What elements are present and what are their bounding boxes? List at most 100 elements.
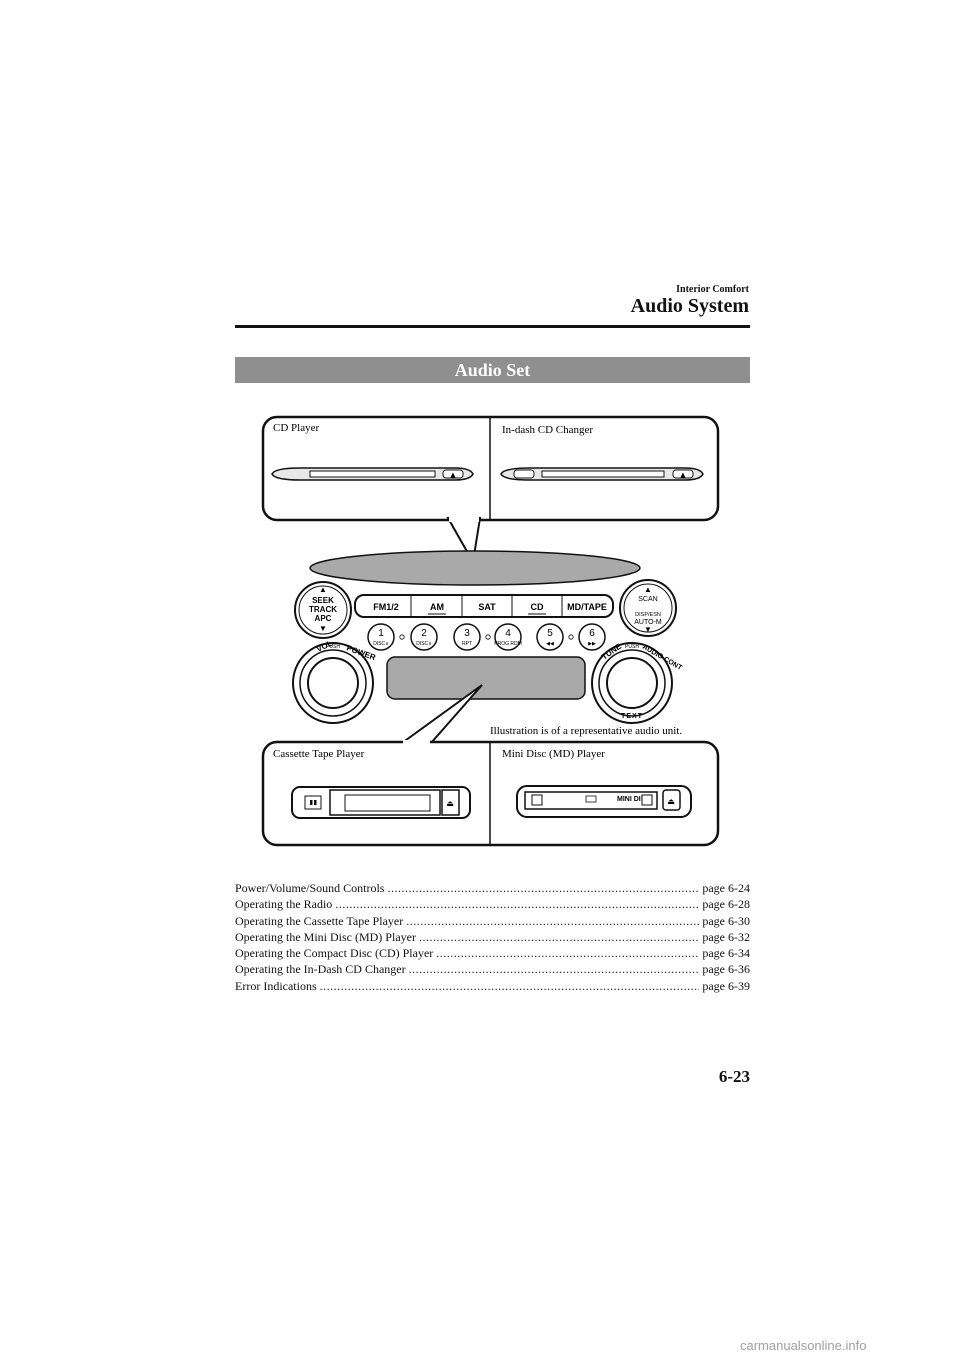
toc-entry: Operating the Cassette Tape Player page 6… xyxy=(235,913,750,929)
toc-leader xyxy=(387,880,699,896)
cassette-slot: ⏏ xyxy=(291,786,471,819)
preset-sublabel: PROG RDM xyxy=(494,641,522,647)
top-callout: CD Player In-dash CD Changer ▲ ▲ xyxy=(261,415,720,565)
toc-entry: Operating the In-Dash CD Changer page 6-3… xyxy=(235,961,750,977)
toc-page: page 6-24 xyxy=(702,881,750,895)
toc-title: Operating the In-Dash CD Changer xyxy=(235,962,406,977)
cd-button: CD xyxy=(531,602,544,612)
toc-title: Operating the Compact Disc (CD) Player xyxy=(235,946,434,961)
minidisc-slot: MINI DISC ⏏ xyxy=(516,785,692,818)
minidisc-caption: Mini Disc (MD) Player xyxy=(502,748,605,760)
toc-leader xyxy=(335,896,699,912)
fm-button: FM1/2 xyxy=(373,602,399,612)
am-button: AM xyxy=(430,602,444,612)
bottom-callout: Cassette Tape Player Mini Disc (MD) Play… xyxy=(261,740,720,847)
text-label: TEXT xyxy=(621,713,643,720)
table-of-contents: Power/Volume/Sound Controlspage 6-24Oper… xyxy=(235,880,750,994)
toc-entry: Operating the Radio page 6-28 xyxy=(235,896,750,912)
page-title: Audio System xyxy=(630,295,749,317)
md-label: MINI DISC xyxy=(617,796,650,803)
illustration-note: Illustration is of a representative audi… xyxy=(490,725,682,737)
cassette-caption: Cassette Tape Player xyxy=(273,748,365,760)
preset-number: 3 xyxy=(464,628,470,639)
section-label: Interior Comfort xyxy=(676,284,749,295)
preset-sublabel: DISC∧ xyxy=(416,641,432,647)
scan-button: ▲ SCAN DISP/ESN AUTO-M ▼ xyxy=(619,579,677,637)
slot-highlight xyxy=(309,550,641,586)
preset-sublabel: DISC∨ xyxy=(373,641,389,647)
svg-text:▼: ▼ xyxy=(644,625,652,634)
svg-text:▲: ▲ xyxy=(680,471,686,479)
disp-label: DISP/ESN xyxy=(635,612,661,618)
toc-title: Operating the Radio xyxy=(235,897,333,912)
header-rule xyxy=(235,325,750,328)
toc-page: page 6-39 xyxy=(702,978,750,993)
toc-leader xyxy=(409,961,700,977)
tune-knob: TUNE PUSH AUDIO CONT TEXT xyxy=(591,641,684,724)
toc-page: page 6-32 xyxy=(702,929,750,944)
toc-leader xyxy=(436,945,699,961)
md-tape-button: MD/TAPE xyxy=(567,602,607,612)
toc-title: Power/Volume/Sound Controls xyxy=(235,881,385,895)
toc-title: Operating the Cassette Tape Player xyxy=(235,913,404,928)
tune-push-label: PUSH xyxy=(625,644,639,650)
toc-leader xyxy=(320,978,700,994)
preset-button-6: 6 ▶▶ xyxy=(578,623,606,651)
toc-title: Operating the Mini Disc (MD) Player xyxy=(235,929,416,944)
indicator-dot xyxy=(485,634,491,640)
indicator-dot xyxy=(399,634,405,640)
mode-button-bar: FM1/2 AM SAT CD MD/TAPE xyxy=(354,594,614,618)
scan-label: SCAN xyxy=(638,596,657,603)
toc-page: page 6-30 xyxy=(702,913,750,928)
seek-button: ▲ SEEK TRACK APC ▼ xyxy=(294,581,352,639)
toc-entry: Operating the Mini Disc (MD) Player page … xyxy=(235,929,750,945)
preset-number: 6 xyxy=(589,628,595,639)
preset-sublabel: ▶▶ xyxy=(588,641,596,647)
seek-label: SEEK xyxy=(312,596,334,605)
display-window xyxy=(386,656,586,700)
toc-leader xyxy=(406,913,699,929)
cd-player-caption: CD Player xyxy=(273,422,319,434)
cd-changer-caption: In-dash CD Changer xyxy=(502,424,593,436)
section-banner: Audio Set xyxy=(235,357,750,383)
page-number: 6-23 xyxy=(718,1067,750,1086)
auto-m-label: AUTO-M xyxy=(634,619,662,626)
svg-text:▼: ▼ xyxy=(319,624,327,633)
cd-slot: ▲ xyxy=(271,467,474,481)
push-label: PUSH xyxy=(326,644,340,650)
preset-number: 1 xyxy=(378,628,384,639)
toc-entry: Power/Volume/Sound Controls page 6-24 xyxy=(235,880,750,896)
preset-number: 4 xyxy=(505,628,511,639)
svg-text:⏏: ⏏ xyxy=(667,797,675,806)
preset-button-5: 5 ◀◀ xyxy=(536,623,574,651)
preset-number: 5 xyxy=(547,628,553,639)
volume-knob: VOL PUSH POWER xyxy=(292,639,377,724)
preset-sublabel: RPT xyxy=(462,641,472,647)
toc-page: page 6-34 xyxy=(702,946,750,961)
apc-label: APC xyxy=(315,614,332,623)
preset-sublabel: ◀◀ xyxy=(546,641,554,647)
track-label: TRACK xyxy=(309,605,337,614)
toc-page: page 6-36 xyxy=(702,962,750,977)
toc-page: page 6-28 xyxy=(702,897,750,912)
toc-title: Error Indications xyxy=(235,978,317,993)
head-unit: ▲ SEEK TRACK APC ▼ FM1/2 AM SAT CD MD/TA… xyxy=(292,579,684,724)
cd-changer-slot: ▲ xyxy=(500,467,704,481)
toc-entry: Operating the Compact Disc (CD) Player pa… xyxy=(235,945,750,961)
svg-text:▲: ▲ xyxy=(644,585,652,594)
toc-leader xyxy=(419,929,699,945)
indicator-dot xyxy=(568,634,574,640)
sat-button: SAT xyxy=(478,602,496,612)
svg-text:▲: ▲ xyxy=(450,471,456,479)
svg-text:⏏: ⏏ xyxy=(446,799,454,808)
watermark: carmanualsonline.info xyxy=(740,1338,867,1353)
preset-number: 2 xyxy=(421,628,427,639)
toc-entry: Error Indications page 6-39 xyxy=(235,978,750,994)
svg-text:▲: ▲ xyxy=(319,585,327,594)
